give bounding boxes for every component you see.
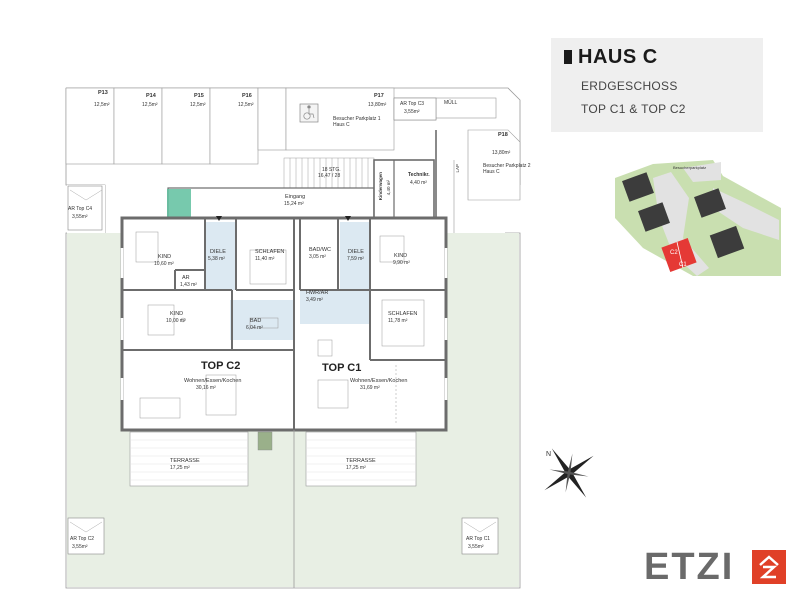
unit-label-top-c1: TOP C1 (322, 362, 362, 374)
mini-map-parking-label: Besucherparkplatz (673, 165, 707, 170)
title-panel: HAUS C ERDGESCHOSS TOP C1 & TOP C2 (551, 38, 763, 132)
ar-top-c4-label: AR Top C4 (68, 206, 93, 212)
visitor-parking-1-house: Haus C (333, 122, 350, 128)
room-wohnen-c1-area: 31,69 m² (360, 385, 380, 391)
parking-area-p13: 12,5m² (94, 102, 110, 108)
stairs-dimension: 16,47 / 28 (318, 173, 341, 179)
room-diele-c2-area: 5,38 m² (208, 256, 225, 262)
kinderwagen-area: 4,40 m² (386, 180, 391, 196)
room-ar-c2-area: 1,43 m² (180, 282, 197, 288)
lap-label: LAP (455, 164, 460, 173)
terrasse-c1-name: TERRASSE (346, 458, 376, 464)
parking-area-p16: 12,5m² (238, 102, 254, 108)
room-kind-c1-area: 9,90 m² (393, 260, 410, 266)
brand-house-icon (752, 550, 786, 584)
parking-row (65, 87, 521, 201)
parking-area-p17: 13,80m² (368, 102, 387, 108)
accessible-parking-icon (299, 103, 319, 123)
terrasse-c2-name: TERRASSE (170, 458, 200, 464)
floor-plan-drawing (65, 87, 521, 589)
terrasse-c1-area: 17,25 m² (346, 465, 366, 471)
room-kind2-area: 10,00 m² (166, 318, 186, 324)
mini-map-c1: C1 (679, 262, 687, 268)
parking-label-p14: P14 (146, 93, 156, 99)
parking-area-p14: 12,5m² (142, 102, 158, 108)
floor-plan: P13 12,5m² P14 12,5m² P15 12,5m² P16 12,… (65, 87, 531, 589)
room-schlafen-c2-name: SCHLAFEN (255, 249, 285, 255)
room-kind-c2-name: KIND (158, 254, 172, 260)
parking-label-p13: P13 (98, 90, 108, 96)
room-bad-name: BAD (250, 318, 262, 324)
ar-top-c3-area: 3,55m² (404, 109, 420, 115)
ar-top-c1-area: 3,55m² (468, 544, 484, 550)
ar-top-c2-label: AR Top C2 (70, 536, 95, 542)
room-diele-c2-name: DIELE (210, 249, 226, 255)
terrasse-c2-area: 17,25 m² (170, 465, 190, 471)
room-wohnen-c2-area: 30,16 m² (196, 385, 216, 391)
room-diele-c1-area: 7,59 m² (347, 256, 364, 262)
compass-north-label: N (546, 451, 552, 458)
room-kind-c1-name: KIND (394, 253, 408, 259)
room-wohnen-c2-name: Wohnen/Essen/Kochen (184, 378, 242, 384)
stairs-label: 18 STG. (322, 167, 341, 173)
technik-room-label: Technikr. (408, 172, 430, 178)
room-kind-c2-area: 10,60 m² (154, 261, 174, 267)
room-schlafen-c1-area: 11,78 m² (388, 318, 408, 324)
eingang-area: 15,24 m² (284, 201, 304, 207)
site-mini-map: Besucherparkplatz C2 C1 (613, 158, 781, 276)
kinderwagen-label: Kinderwagen (378, 172, 383, 201)
room-badwc-area: 3,05 m² (309, 254, 326, 260)
visitor-parking-2-label: Besucher Parkplatz 2 (483, 163, 531, 169)
units-label: TOP C1 & TOP C2 (581, 102, 686, 116)
parking-label-p17: P17 (374, 93, 384, 99)
parking-label-p15: P15 (194, 93, 204, 99)
room-bad-area: 6,04 m² (246, 325, 263, 331)
visitor-parking-2-house: Haus C (483, 169, 500, 175)
ar-top-c1-label: AR Top C1 (466, 536, 491, 542)
room-ar-c2-name: AR (182, 275, 190, 281)
parking-area-p18: 13,80m² (492, 150, 511, 156)
room-schlafen-c1-name: SCHLAFEN (388, 311, 418, 317)
parking-label-p16: P16 (242, 93, 252, 99)
house-title-text: HAUS C (578, 46, 658, 68)
ar-top-c3-label: AR Top C3 (400, 101, 425, 107)
ar-top-c4-area: 3,55m² (72, 214, 88, 220)
room-hwr-name: HWR/AR (306, 290, 329, 296)
floor-label: ERDGESCHOSS (581, 79, 678, 93)
parking-label-p18: P18 (498, 132, 508, 138)
room-badwc-name: BAD/WC (309, 247, 331, 253)
unit-label-top-c2: TOP C2 (201, 360, 241, 372)
brand-name: ETZI (644, 546, 735, 588)
room-hwr-area: 3,49 m² (306, 297, 323, 303)
title-square-icon (564, 50, 572, 64)
ar-top-c2-area: 3,55m² (72, 544, 88, 550)
room-schlafen-c2-area: 11,40 m² (255, 256, 275, 262)
brand-logo: ETZI (644, 546, 790, 588)
room-wohnen-c1-name: Wohnen/Essen/Kochen (350, 378, 408, 384)
compass-icon: N (536, 440, 602, 506)
room-kind2-name: KIND (170, 311, 184, 317)
technik-room-area: 4,40 m² (410, 180, 427, 186)
room-diele-c1-name: DIELE (348, 249, 364, 255)
house-title: HAUS C (564, 46, 658, 69)
eingang-label: Eingang (285, 194, 306, 200)
visitor-parking-1-label: Besucher Parkplatz 1 (333, 116, 381, 122)
muell-label: MÜLL (444, 100, 458, 106)
mini-map-c2: C2 (670, 250, 678, 256)
parking-area-p15: 12,5m² (190, 102, 206, 108)
